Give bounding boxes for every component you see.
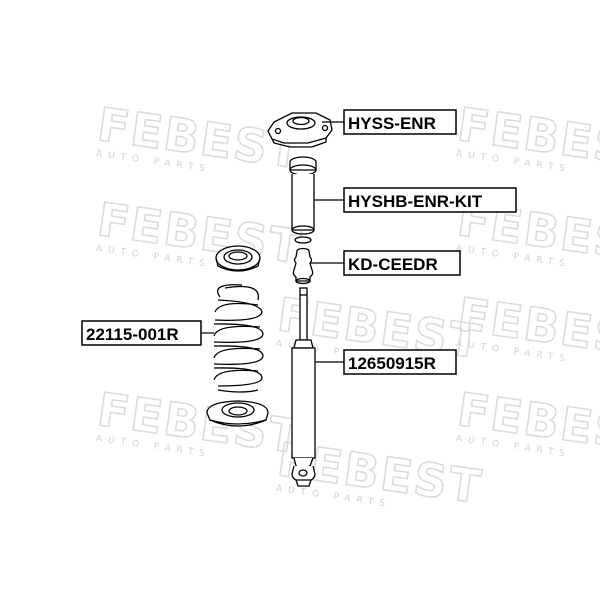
dust-boot-drawing — [289, 156, 317, 244]
shock-absorber-drawing — [291, 287, 316, 487]
lower-spring-seat-drawing — [206, 400, 269, 427]
part-label-hyss-enr[interactable]: HYSS-ENR — [343, 109, 457, 135]
strut-mount-drawing — [267, 112, 333, 148]
watermark: FEBEST AUTO PARTS — [93, 381, 306, 465]
part-number-text: 22115-001R — [86, 325, 179, 344]
watermark: FEBEST AUTO PARTS — [93, 191, 306, 275]
upper-spring-seat-drawing — [215, 245, 261, 272]
watermark: FEBEST AUTO PARTS — [453, 96, 600, 180]
part-label-hyshb-enr-kit[interactable]: HYSHB-ENR-KIT — [343, 187, 517, 213]
leader-lines — [201, 121, 344, 363]
part-label-22115-001r[interactable]: 22115-001R — [81, 320, 202, 346]
part-number-text: HYSHB-ENR-KIT — [348, 192, 483, 211]
part-number-text: KD-CEEDR — [348, 255, 438, 274]
coil-spring-drawing — [213, 284, 264, 393]
part-label-12650915r[interactable]: 12650915R — [343, 349, 457, 375]
bump-stop-drawing — [292, 247, 314, 285]
watermark-layer: FEBEST AUTO PARTS FEBEST AUTO PARTS FEBE… — [93, 96, 600, 515]
part-number-text: HYSS-ENR — [348, 114, 436, 133]
part-number-text: 12650915R — [348, 354, 436, 373]
part-label-kd-ceedr[interactable]: KD-CEEDR — [343, 250, 461, 276]
